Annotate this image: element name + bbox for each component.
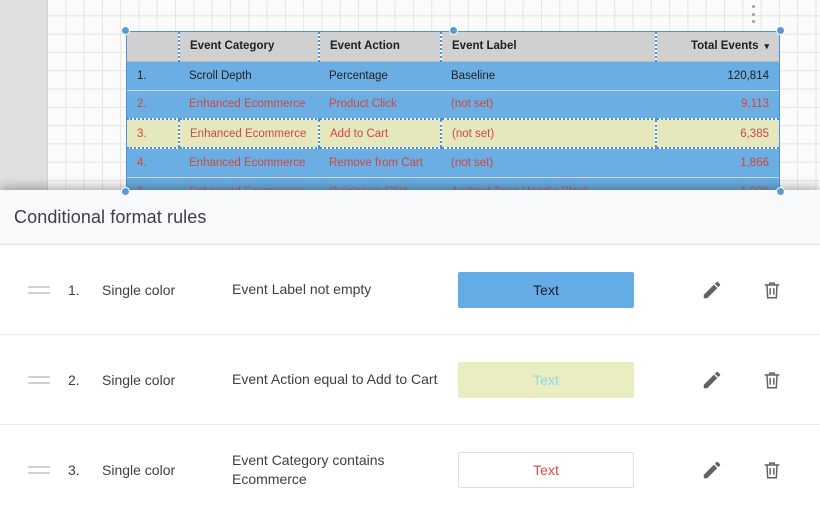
cell-event-label: Baseline <box>441 61 656 91</box>
table-row[interactable]: 4. Enhanced Ecommerce Remove from Cart (… <box>127 148 779 178</box>
cell-index: 3. <box>127 118 179 149</box>
sort-desc-caret-icon[interactable]: ▾ <box>764 40 769 51</box>
trash-icon[interactable] <box>760 458 784 482</box>
rule-actions <box>634 458 806 482</box>
column-header-event-category[interactable]: Event Category <box>178 32 319 62</box>
table-row[interactable]: 1. Scroll Depth Percentage Baseline 120,… <box>127 61 779 91</box>
resize-handle-sw[interactable] <box>121 187 130 195</box>
cell-event-label: (not set) <box>440 118 656 149</box>
rule-actions <box>634 278 806 302</box>
rule-type: Single color <box>102 371 176 388</box>
page-title: Conditional format rules <box>14 206 207 227</box>
cell-event-action: Percentage <box>319 61 441 91</box>
column-header-event-label[interactable]: Event Label <box>440 32 656 62</box>
rule-color-preview[interactable]: Text <box>458 271 634 308</box>
rule-type: Single color <box>102 281 176 298</box>
rule-row[interactable]: 3. Single color Event Category contains … <box>0 425 820 515</box>
report-canvas: Event Category Event Action Event Label … <box>0 0 820 195</box>
resize-handle-nw[interactable] <box>121 26 130 35</box>
cell-total-events: 120,814 <box>656 61 779 91</box>
column-header-index <box>127 32 179 62</box>
column-header-total-events-label: Total Events <box>690 40 759 53</box>
canvas-left-margin <box>0 0 48 195</box>
more-vert-icon[interactable] <box>746 3 760 25</box>
cell-event-label: (not set) <box>441 148 656 178</box>
pencil-icon[interactable] <box>700 278 724 302</box>
cell-index: 1. <box>127 61 179 91</box>
trash-icon[interactable] <box>760 278 784 302</box>
table-body: 1. Scroll Depth Percentage Baseline 120,… <box>127 61 779 195</box>
cell-index: 2. <box>127 90 179 120</box>
cell-event-action: Add to Cart <box>318 118 441 149</box>
resize-handle-n[interactable] <box>449 26 458 35</box>
column-header-total-events[interactable]: Total Events ▾ <box>655 32 779 62</box>
rule-actions <box>634 368 806 392</box>
cell-total-events: 6,385 <box>655 118 779 149</box>
rule-description: Event Label not empty <box>232 281 372 297</box>
drag-handle-icon[interactable] <box>28 375 54 384</box>
rule-index: 2. <box>68 371 80 388</box>
rule-description: Event Action equal to Add to Cart <box>232 371 438 387</box>
cell-index: 4. <box>127 148 179 178</box>
resize-handle-se[interactable] <box>776 187 785 195</box>
conditional-format-rules-dialog: Conditional format rules 1. Single color… <box>0 190 820 524</box>
rule-index: 3. <box>68 462 80 478</box>
drag-handle-icon[interactable] <box>28 466 54 474</box>
cell-event-action: Product Click <box>319 90 441 120</box>
cell-event-category: Enhanced Ecommerce <box>179 148 319 178</box>
rule-type: Single color <box>102 462 176 478</box>
drag-handle-icon[interactable] <box>28 285 54 294</box>
cell-event-action: Remove from Cart <box>319 148 441 178</box>
dialog-header: Conditional format rules <box>0 190 820 245</box>
cell-total-events: 9,113 <box>656 90 779 120</box>
cell-event-category: Enhanced Ecommerce <box>178 118 319 149</box>
pencil-icon[interactable] <box>700 368 724 392</box>
column-header-event-action[interactable]: Event Action <box>318 32 441 62</box>
cell-event-label: (not set) <box>441 90 656 120</box>
rule-description: Event Category contains Ecommerce <box>232 452 385 487</box>
cell-total-events: 1,866 <box>656 148 779 178</box>
trash-icon[interactable] <box>760 368 784 392</box>
rules-list: 1. Single color Event Label not empty Te… <box>0 245 820 515</box>
rule-color-preview[interactable]: Text <box>458 452 634 488</box>
cell-event-category: Enhanced Ecommerce <box>179 90 319 120</box>
resize-handle-ne[interactable] <box>776 26 785 35</box>
table-row-highlighted[interactable]: 3. Enhanced Ecommerce Add to Cart (not s… <box>127 118 779 149</box>
cell-event-category: Scroll Depth <box>179 61 319 91</box>
rule-index: 1. <box>68 281 80 298</box>
pencil-icon[interactable] <box>700 458 724 482</box>
table-row[interactable]: 2. Enhanced Ecommerce Product Click (not… <box>127 90 779 120</box>
rule-color-preview[interactable]: Text <box>458 361 634 398</box>
event-data-table[interactable]: Event Category Event Action Event Label … <box>127 32 779 195</box>
rule-row[interactable]: 1. Single color Event Label not empty Te… <box>0 245 820 335</box>
table-chart[interactable]: Event Category Event Action Event Label … <box>121 26 785 195</box>
rule-row[interactable]: 2. Single color Event Action equal to Ad… <box>0 335 820 425</box>
table-header-row: Event Category Event Action Event Label … <box>127 32 779 62</box>
